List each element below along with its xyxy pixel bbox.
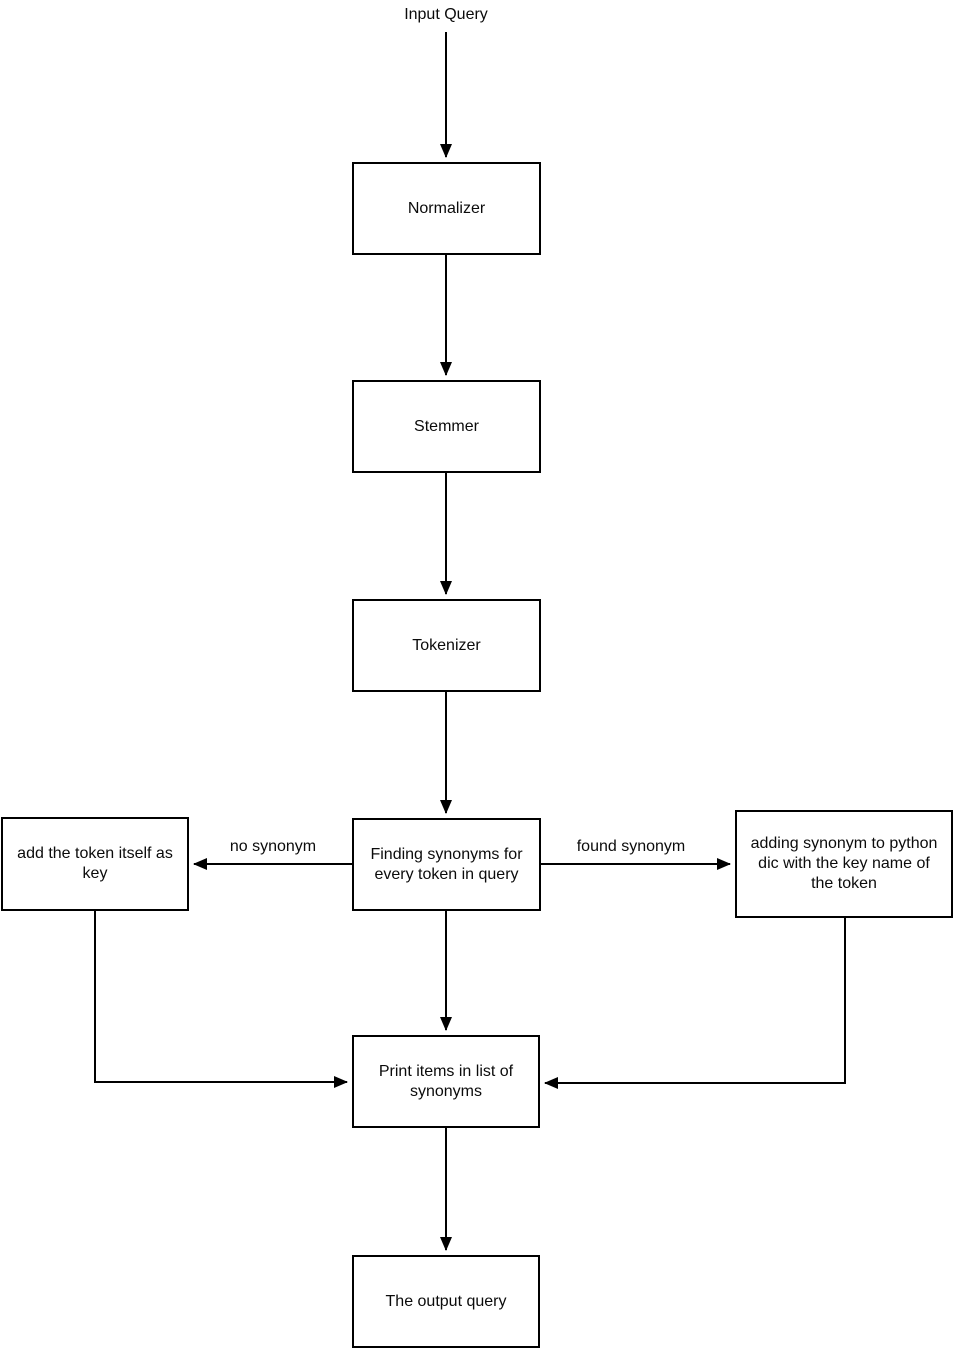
node-output-query-label: The output query [385, 1292, 507, 1310]
node-normalizer-label: Normalizer [407, 199, 486, 217]
node-tokenizer-label: Tokenizer [412, 636, 481, 654]
node-finding-synonyms: Finding synonyms for every token in quer… [352, 818, 541, 911]
node-print-items-label: Print items in list of synonyms [378, 1062, 514, 1100]
node-stemmer-label: Stemmer [414, 417, 479, 435]
node-add-token: add the token itself as key [1, 817, 189, 911]
node-print-items: Print items in list of synonyms [352, 1035, 540, 1128]
node-normalizer: Normalizer [352, 162, 541, 255]
edge-label-no-synonym: no synonym [229, 838, 317, 855]
edge-label-found-synonym: found synonym [576, 838, 686, 855]
node-tokenizer: Tokenizer [352, 599, 541, 692]
node-adding-synonym: adding synonym to python dic with the ke… [735, 810, 953, 918]
input-query-label: Input Query [404, 6, 488, 23]
node-output-query: The output query [352, 1255, 540, 1348]
node-stemmer: Stemmer [352, 380, 541, 473]
node-add-token-label: add the token itself as key [17, 845, 173, 882]
node-finding-synonyms-label: Finding synonyms for every token in quer… [370, 845, 523, 883]
node-adding-synonym-label: adding synonym to python dic with the ke… [750, 835, 938, 892]
